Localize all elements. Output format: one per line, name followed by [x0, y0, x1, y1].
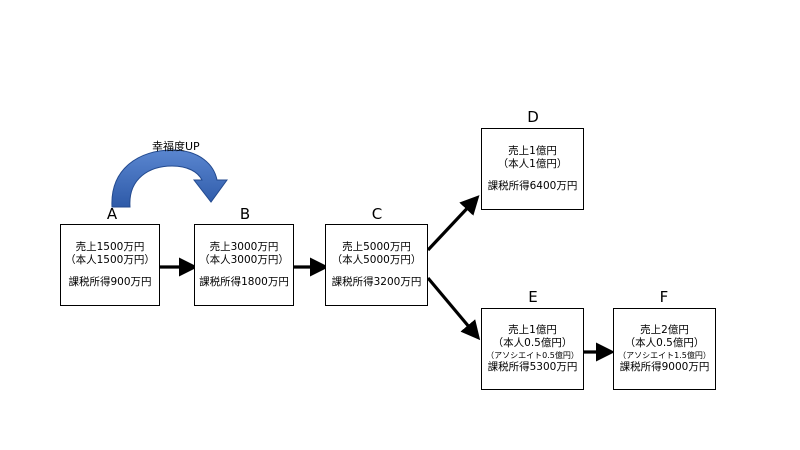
node-c-self: （本人5000万円）: [331, 254, 422, 266]
node-e-self: （本人0.5億円）: [492, 337, 573, 349]
node-d-self: （本人1億円）: [497, 158, 568, 170]
arrow-c-to-d: [426, 195, 480, 252]
node-e-associate: （アソシエイト0.5億円）: [486, 351, 579, 360]
node-c-taxable: 課税所得3200万円: [331, 276, 422, 288]
node-f-sales: 売上2億円: [640, 324, 689, 336]
node-b-self: （本人3000万円）: [199, 254, 289, 266]
node-box-f: 売上2億円 （本人0.5億円） （アソシエイト1.5億円） 課税所得9000万円: [613, 308, 716, 390]
node-box-b: 売上3000万円 （本人3000万円） 課税所得1800万円: [194, 224, 294, 306]
node-a-self: （本人1500万円）: [65, 254, 155, 266]
node-label-c: C: [371, 205, 383, 223]
arrow-c-to-e: [426, 276, 481, 341]
curve-arrow-icon: [111, 149, 228, 208]
curve-arrow-label: 幸福度UP: [152, 140, 200, 153]
node-b-taxable: 課税所得1800万円: [199, 276, 289, 288]
node-box-e: 売上1億円 （本人0.5億円） （アソシエイト0.5億円） 課税所得5300万円: [481, 308, 584, 390]
node-box-a: 売上1500万円 （本人1500万円） 課税所得900万円: [60, 224, 160, 306]
node-a-sales: 売上1500万円: [75, 241, 145, 253]
node-f-self: （本人0.5億円）: [624, 337, 705, 349]
node-d-taxable: 課税所得6400万円: [487, 180, 578, 192]
node-f-associate: （アソシエイト1.5億円）: [618, 351, 711, 360]
node-f-taxable: 課税所得9000万円: [619, 361, 710, 373]
node-label-e: E: [528, 288, 538, 306]
node-label-a: A: [106, 205, 118, 223]
node-a-taxable: 課税所得900万円: [68, 276, 152, 288]
node-c-sales: 売上5000万円: [342, 241, 411, 253]
node-e-taxable: 課税所得5300万円: [487, 361, 578, 373]
node-label-f: F: [659, 288, 669, 306]
node-box-d: 売上1億円 （本人1億円） 課税所得6400万円: [481, 128, 584, 210]
node-e-sales: 売上1億円: [508, 324, 557, 336]
node-b-sales: 売上3000万円: [209, 241, 279, 253]
node-label-d: D: [527, 108, 539, 126]
node-label-b: B: [239, 205, 251, 223]
node-d-sales: 売上1億円: [508, 145, 557, 157]
node-box-c: 売上5000万円 （本人5000万円） 課税所得3200万円: [325, 224, 428, 306]
